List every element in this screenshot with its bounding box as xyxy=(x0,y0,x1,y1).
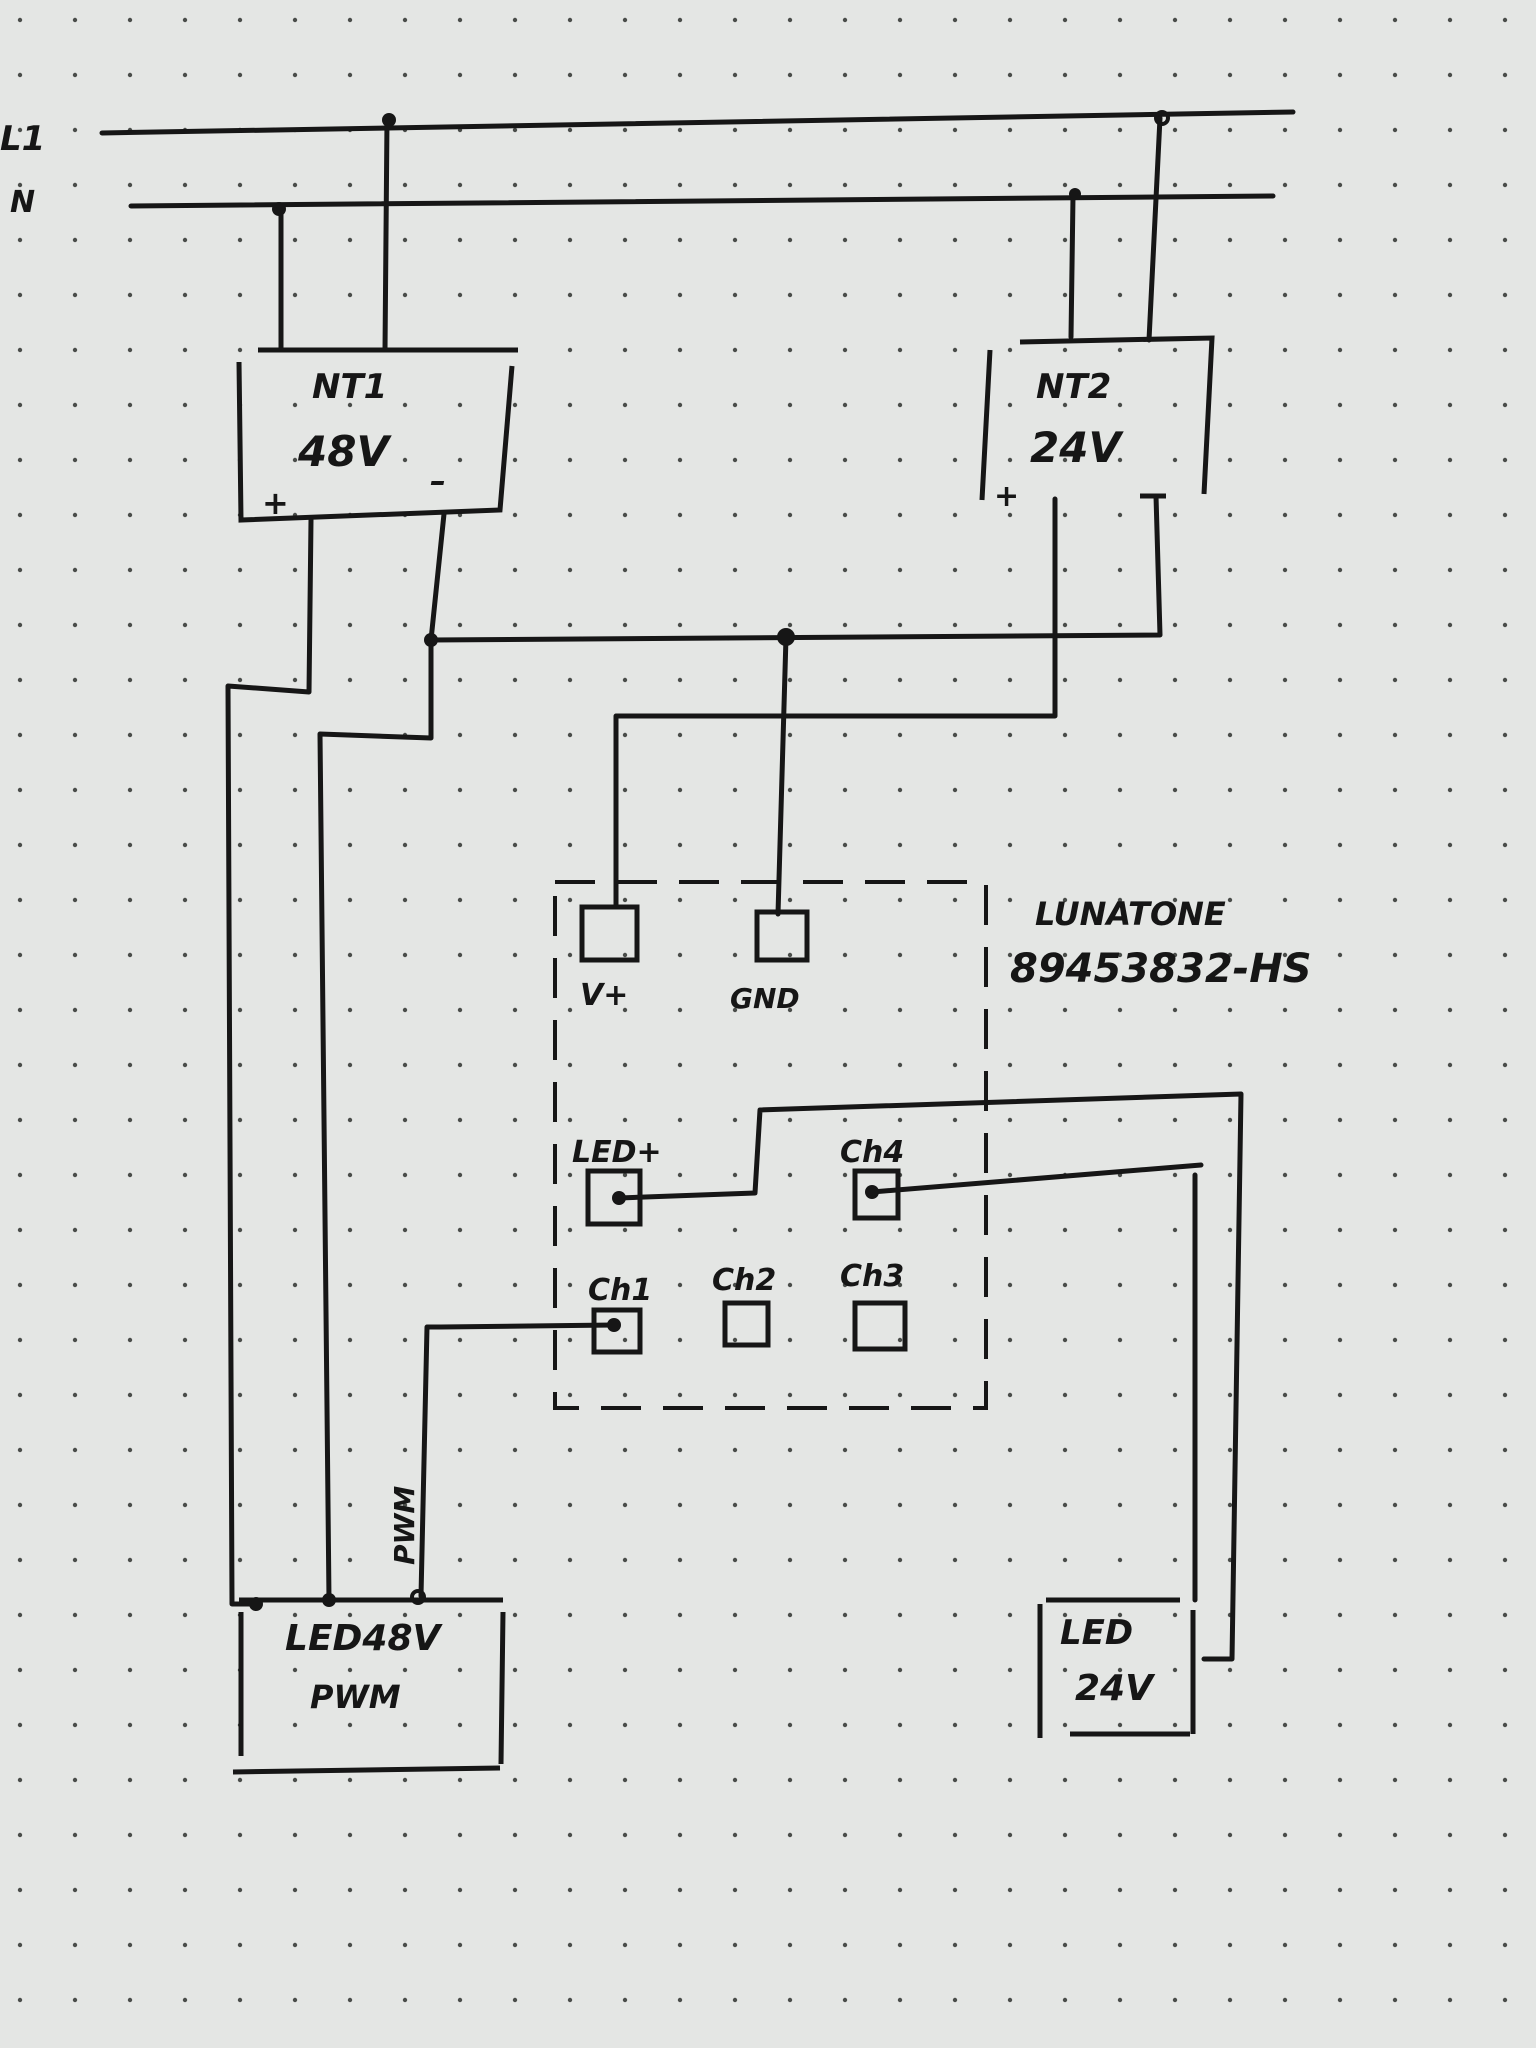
pwm-wire-label: PWM xyxy=(388,1486,421,1565)
nt2-plus: + xyxy=(994,479,1019,514)
nt1-plus: + xyxy=(262,484,289,522)
label-ledplus: LED+ xyxy=(572,1135,662,1170)
controller-brand: LUNATONE xyxy=(1035,895,1226,933)
label-gnd: GND xyxy=(730,982,800,1015)
controller-model: 89453832-HS xyxy=(1010,946,1312,992)
nt1-voltage: 48V xyxy=(297,427,392,476)
label-ch1: Ch1 xyxy=(588,1273,652,1308)
label-ch2: Ch2 xyxy=(712,1263,776,1298)
nt2-voltage: 24V xyxy=(1030,423,1124,472)
led-48v-load: LED48V PWM xyxy=(232,1589,506,1775)
terminal-vplus xyxy=(579,904,640,963)
label-n: N xyxy=(10,185,35,220)
terminal-ch2 xyxy=(722,1300,771,1348)
label-l1: L1 xyxy=(0,119,45,159)
terminal-ch3 xyxy=(852,1300,908,1352)
nt1-label: NT1 xyxy=(312,367,387,407)
terminal-ch4 xyxy=(852,1168,901,1221)
lunatone-controller: LUNATONE 89453832-HS V+ GND LED+ Ch4 Ch1… xyxy=(553,880,1312,1410)
terminal-ledplus xyxy=(585,1168,643,1227)
label-ch4: Ch4 xyxy=(840,1135,904,1170)
led-24v-load: LED 24V xyxy=(1037,1597,1196,1738)
mains-lines: L1 N xyxy=(0,109,1296,353)
power-supply-nt2: NT2 24V + xyxy=(979,335,1215,514)
led24-voltage: 24V xyxy=(1075,1668,1156,1709)
terminal-ch1 xyxy=(591,1307,643,1355)
nt2-label: NT2 xyxy=(1036,367,1111,407)
nt1-minus: – xyxy=(430,462,446,500)
label-vplus: V+ xyxy=(580,978,628,1013)
led24-label: LED xyxy=(1060,1613,1133,1653)
led48-pwm-label: PWM xyxy=(310,1678,401,1716)
wires: PWM xyxy=(225,493,1244,1662)
terminal-gnd xyxy=(754,909,810,963)
led48-label: LED48V xyxy=(285,1618,444,1659)
label-ch3: Ch3 xyxy=(840,1259,904,1294)
power-supply-nt1: NT1 48V + – xyxy=(236,347,518,523)
